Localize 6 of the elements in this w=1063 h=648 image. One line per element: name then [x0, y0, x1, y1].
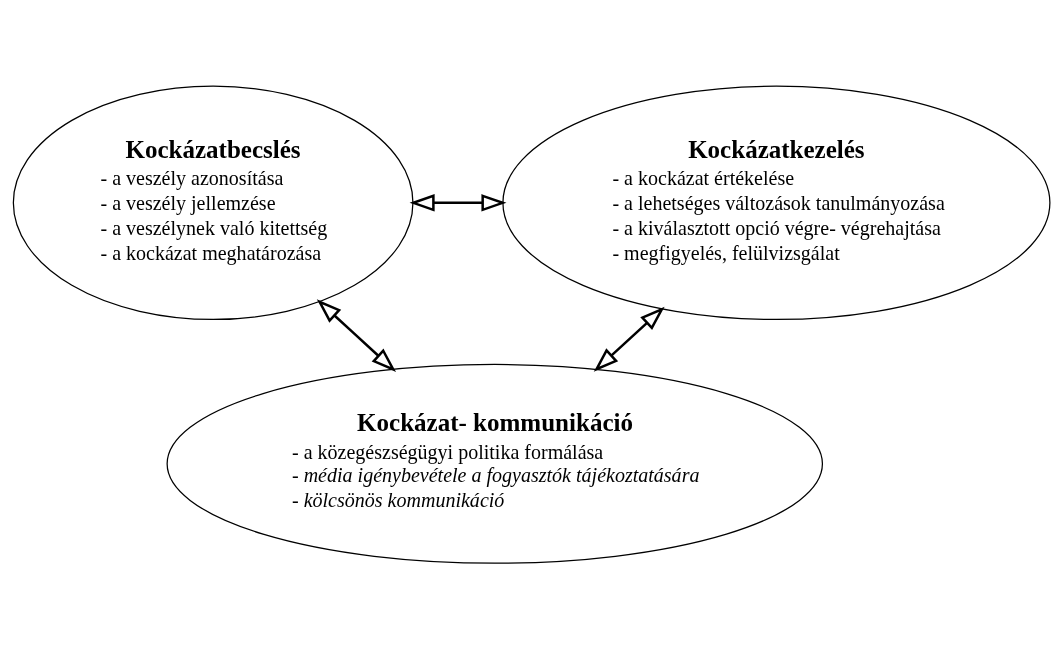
- arrow: [316, 298, 397, 372]
- node-ellipse: Kockázatbecslés - a veszély azonosítása - a veszély jellemzése - a veszélynek való kitettség - a kockázat meghatározása: [12, 85, 414, 320]
- arrow: [409, 193, 507, 212]
- node-ellipse: Kockázat- kommunikáció - a közegészségügyi politika formálása - média igénybevétele a fogyasztók tájékoztatására - kölcsönös kommunikáció: [166, 363, 824, 564]
- arrow: [593, 306, 665, 372]
- node-ellipse: Kockázatkezelés - a kockázat értékelése - a lehetséges változások tanulmányozása - a kiválasztott opció végre- végrehajtása - megfigyelés, felülvizsgálat: [502, 85, 1051, 320]
